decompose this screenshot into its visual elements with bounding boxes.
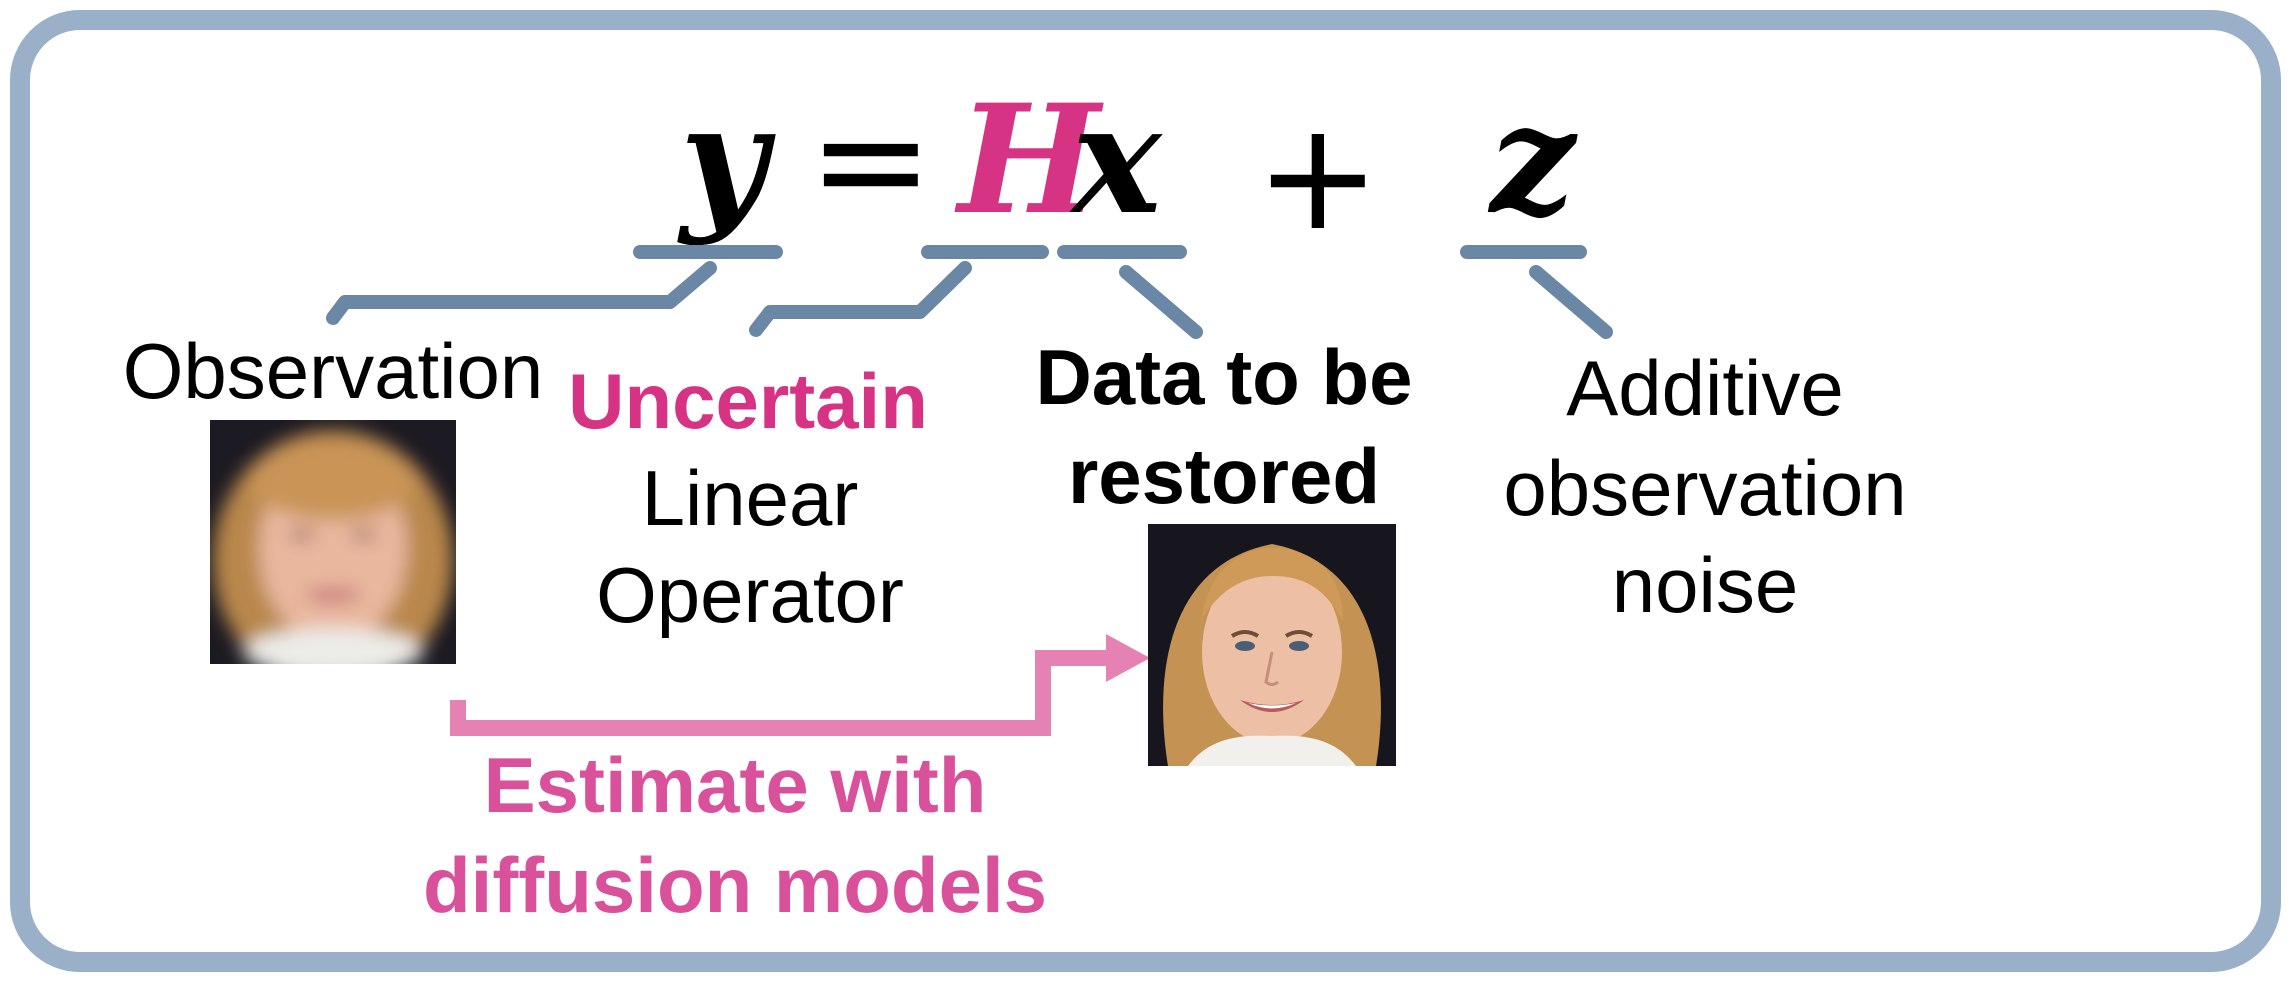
connector-x-data	[1119, 265, 1203, 339]
data-label-line2: restored	[1068, 432, 1380, 520]
connector-z-noise	[1529, 265, 1613, 339]
eq-plus: +	[1255, 90, 1381, 264]
observation-image	[210, 420, 456, 664]
operator-label-line3: Operator	[596, 551, 904, 639]
estimate-label-line2: diffusion models	[423, 841, 1047, 929]
connector-H-operator	[749, 261, 972, 337]
noise-label-line1: Additive	[1566, 344, 1844, 432]
eq-H: H	[954, 72, 1104, 248]
operator-label-line2: Linear	[642, 454, 859, 542]
estimate-label-line1: Estimate with	[484, 741, 987, 829]
connector-y-observation	[326, 261, 717, 325]
observation-label: Observation	[123, 327, 544, 415]
restored-image	[1148, 524, 1396, 766]
eq-y: y	[677, 72, 776, 248]
operator-label-line1: Uncertain	[568, 357, 928, 445]
eq-equals: =	[808, 74, 934, 248]
estimate-arrow	[450, 634, 1150, 736]
noise-label-line3: noise	[1612, 541, 1798, 629]
estimate-arrowhead	[1106, 634, 1150, 682]
eq-z: z	[1487, 72, 1578, 248]
connector-lines	[326, 245, 1613, 339]
eq-x: x	[1069, 72, 1163, 248]
noise-label-line2: observation	[1503, 444, 1906, 532]
data-label-line1: Data to be	[1035, 333, 1412, 421]
